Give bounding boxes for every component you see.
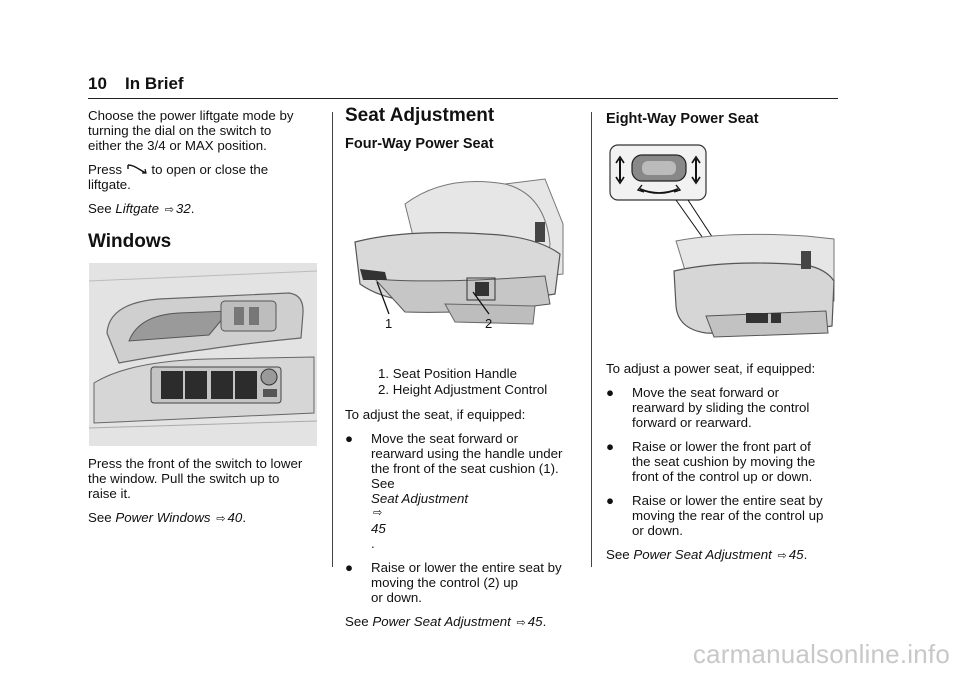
eight-way-bullet-3: ● Raise or lower the entire seat by movi… [606, 493, 824, 538]
seat-adjustment-see-reference[interactable]: See Seat Adjustment ⇨45. [371, 476, 583, 551]
column-divider-1 [332, 112, 333, 567]
list-item: 2. Height Adjustment Control [378, 382, 548, 397]
four-way-heading: Four-Way Power Seat [345, 136, 494, 152]
bullet-icon: ● [345, 560, 354, 575]
four-way-seat-figure: 1 2 [345, 164, 575, 354]
power-seat-adjustment-link[interactable]: Power Seat Adjustment [633, 547, 772, 562]
page-number: 10 [88, 74, 107, 93]
bullet-icon: ● [606, 493, 615, 508]
section-title: In Brief [125, 74, 184, 93]
liftgate-mode-text: Choose the power liftgate mode by turnin… [88, 108, 294, 153]
column-1: Choose the power liftgate mode by turnin… [88, 108, 324, 536]
bullet-icon: ● [606, 439, 615, 454]
watermark: carmanualsonline.info [692, 639, 950, 669]
liftgate-icon [127, 164, 147, 174]
four-way-see-reference[interactable]: See Power Seat Adjustment ⇨45. [345, 614, 547, 629]
callout-1: 1 [385, 316, 393, 331]
four-way-intro: To adjust the seat, if equipped: [345, 407, 526, 422]
four-way-bullet-2: ● Raise or lower the entire seat by movi… [345, 560, 562, 605]
windows-text: Press the front of the switch to lower t… [88, 456, 303, 501]
bullet-icon: ● [345, 431, 354, 446]
column-3: Eight-Way Power Seat To adjust a power s… [606, 108, 842, 573]
power-seat-adjustment-link[interactable]: Power Seat Adjustment [372, 614, 511, 629]
four-way-seat-illustration [354, 178, 564, 325]
power-windows-link[interactable]: Power Windows [115, 510, 211, 525]
seat-adjustment-heading: Seat Adjustment [345, 105, 495, 126]
eight-way-see-reference[interactable]: See Power Seat Adjustment ⇨45. [606, 547, 808, 562]
four-way-bullet-1: ● Move the seat forward or rearward usin… [345, 431, 583, 551]
bullet-icon: ● [606, 385, 615, 400]
liftgate-see-reference[interactable]: See Liftgate ⇨32. [88, 201, 195, 216]
header-rule [88, 98, 838, 99]
eight-way-intro: To adjust a power seat, if equipped: [606, 361, 816, 376]
list-item: 1. Seat Position Handle [378, 366, 517, 381]
eight-way-heading: Eight-Way Power Seat [606, 111, 759, 127]
windows-heading: Windows [88, 231, 172, 252]
callout-2: 2 [485, 316, 493, 331]
page-arrow-icon: ⇨ [373, 507, 383, 519]
seat-adjustment-link[interactable]: Seat Adjustment [371, 491, 469, 506]
eight-way-bullet-2: ● Raise or lower the front part of the s… [606, 439, 816, 484]
page-header: 10 In Brief [88, 70, 838, 100]
eight-way-bullet-1: ● Move the seat forward or rearward by s… [606, 385, 810, 430]
page-arrow-icon: ⇨ [216, 513, 226, 525]
liftgate-link[interactable]: Liftgate [115, 201, 159, 216]
column-divider-2 [591, 112, 592, 567]
eight-way-seat-illustration [609, 144, 835, 338]
seat-parts-list: 1. Seat Position Handle 2. Height Adjust… [345, 366, 583, 397]
page-arrow-icon: ⇨ [164, 204, 174, 216]
page-arrow-icon: ⇨ [777, 550, 787, 562]
liftgate-press-text: Press to open or close the liftgate. [88, 162, 269, 192]
page-arrow-icon: ⇨ [516, 617, 526, 629]
column-2: Seat Adjustment Four-Way Power Seat 1 2 … [345, 105, 583, 640]
power-windows-see-reference[interactable]: See Power Windows ⇨40. [88, 510, 247, 525]
window-switch-illustration [89, 263, 317, 446]
